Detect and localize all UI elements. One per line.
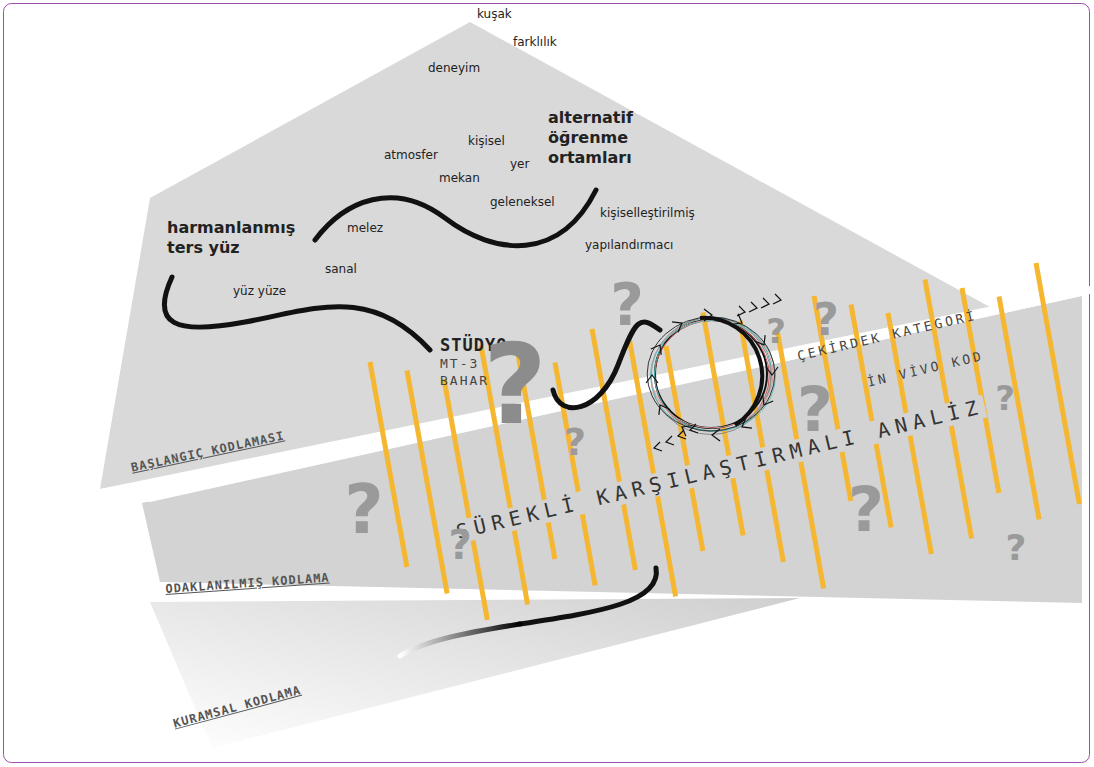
keyword-label: yapılandırmacı bbox=[585, 239, 673, 253]
keyword-label: mekan bbox=[439, 172, 480, 186]
keyword-label: kişisel bbox=[468, 135, 505, 149]
question-mark: ? bbox=[813, 298, 839, 342]
keyword-label: kuşak bbox=[477, 8, 512, 22]
studio-detail: BAHAR bbox=[440, 374, 489, 389]
studio-detail: MT-3 bbox=[440, 357, 479, 372]
keyword-label: sanal bbox=[325, 263, 357, 277]
question-mark: ? bbox=[766, 314, 786, 348]
keyword-label: atmosfer bbox=[384, 149, 438, 163]
keyword-label: kişiselleştirilmiş bbox=[600, 207, 695, 221]
question-mark: ? bbox=[483, 330, 547, 440]
question-mark: ? bbox=[797, 379, 833, 441]
keyword-label: deneyim bbox=[428, 62, 480, 76]
band-heading: KURAMSAL KODLAMA bbox=[172, 684, 303, 731]
question-mark: ? bbox=[344, 476, 383, 544]
keyword-label: yer bbox=[510, 158, 529, 172]
keyword-label: geleneksel bbox=[490, 196, 555, 210]
theme-label: alternatif öğrenme ortamları bbox=[548, 108, 640, 168]
keyword-label: farklılık bbox=[513, 36, 557, 50]
question-mark: ? bbox=[1006, 530, 1027, 566]
question-mark: ? bbox=[564, 423, 586, 461]
question-mark: ? bbox=[448, 525, 471, 565]
keyword-label: yüz yüze bbox=[233, 285, 286, 299]
question-mark: ? bbox=[995, 381, 1015, 415]
theme-label: harmanlanmış ters yüz bbox=[167, 218, 287, 258]
band-heading: ODAKLANILMIŞ KODLAMA bbox=[165, 572, 330, 597]
question-mark: ? bbox=[848, 479, 884, 541]
keyword-label: melez bbox=[347, 222, 383, 236]
question-mark: ? bbox=[610, 276, 644, 334]
